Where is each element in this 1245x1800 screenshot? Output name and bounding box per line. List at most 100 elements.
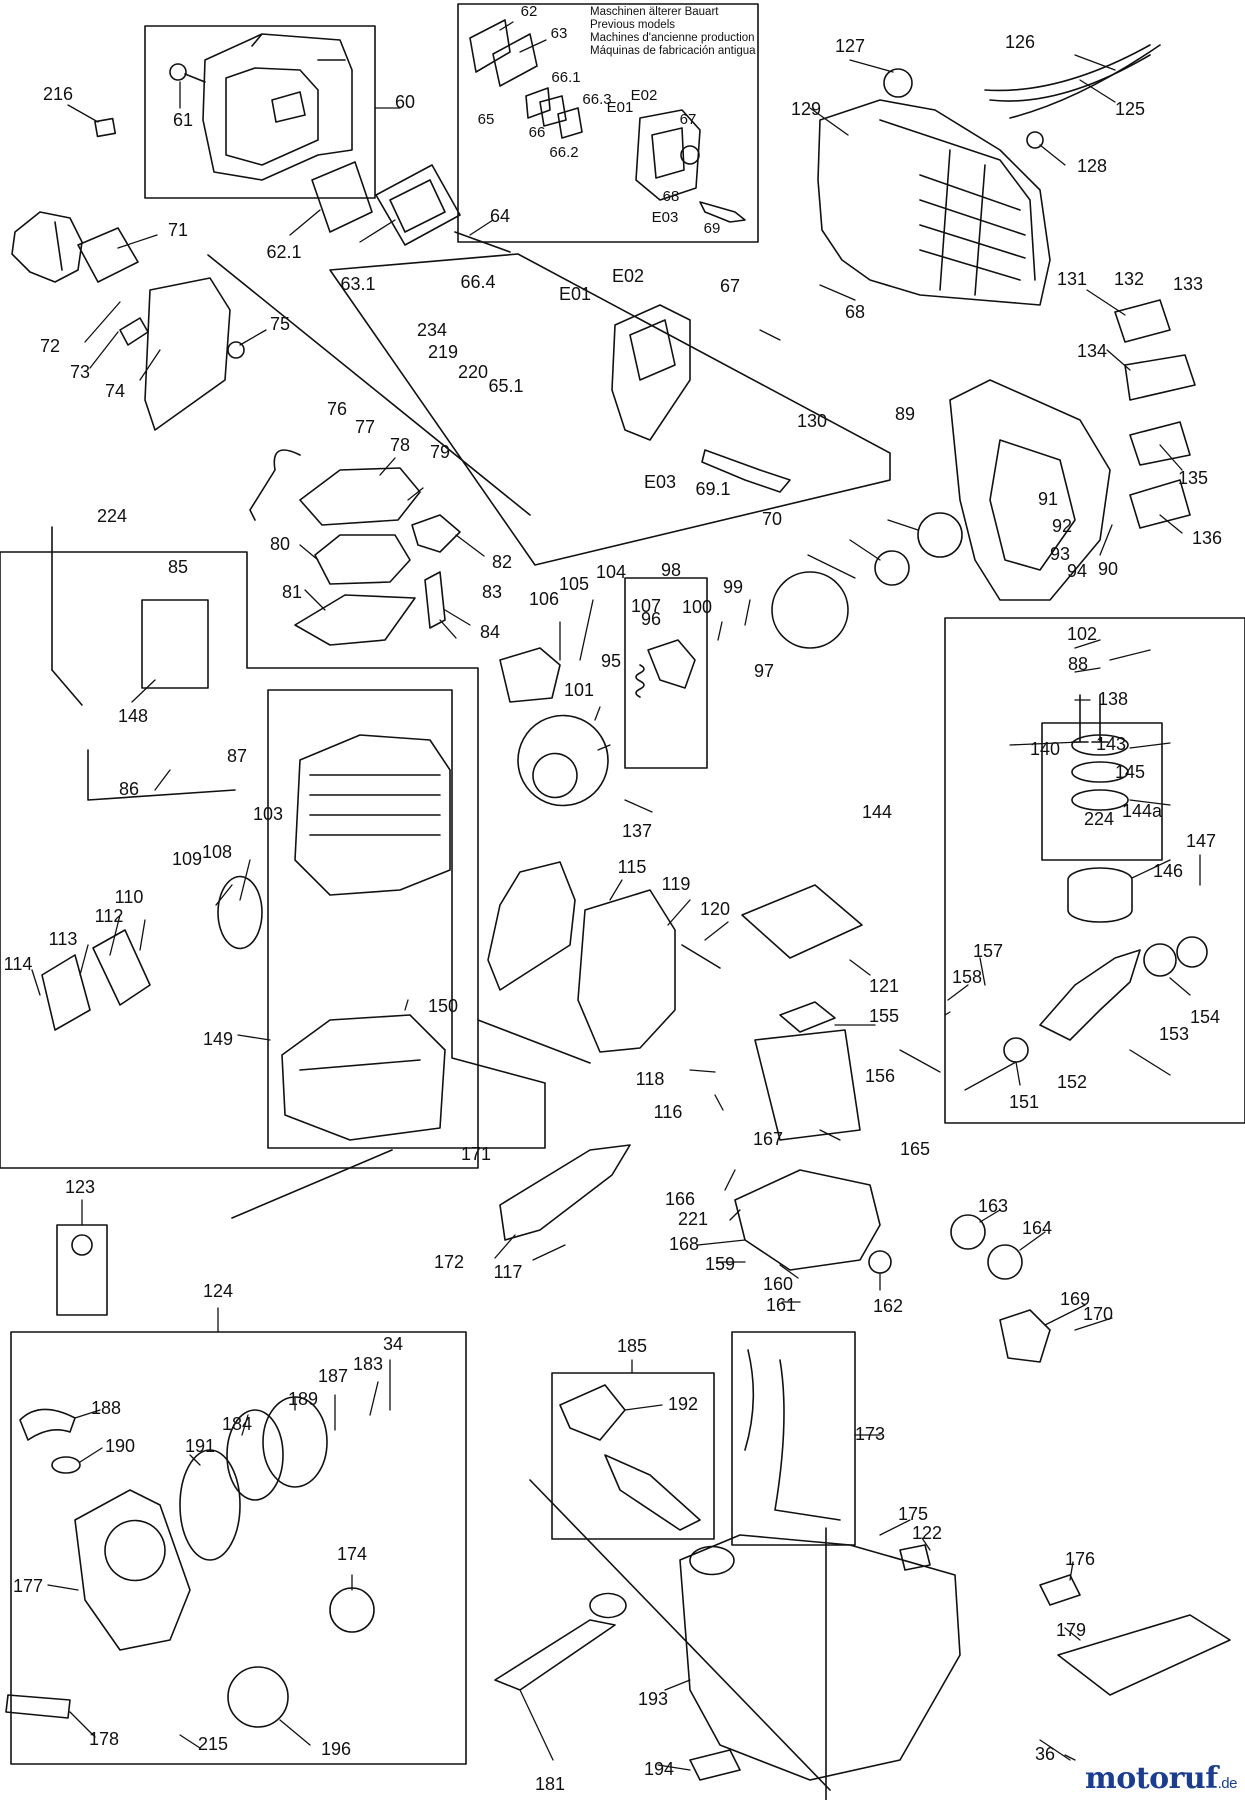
callout-234: 234 (417, 320, 447, 340)
callout-190: 190 (105, 1436, 135, 1456)
callout-171: 171 (461, 1144, 491, 1164)
callout-152: 152 (1057, 1072, 1087, 1092)
callout-125: 125 (1115, 99, 1145, 119)
callout-118: 118 (636, 1069, 665, 1089)
part-61-bolt-shank (184, 73, 206, 83)
callout-76: 76 (327, 399, 347, 419)
callout-81: 81 (282, 582, 302, 602)
part-149-crankshaft (1039, 949, 1141, 1041)
callout-120: 120 (700, 899, 730, 919)
callout-66-4: 66.4 (460, 272, 495, 292)
callout-69: 69 (704, 220, 721, 237)
part-92-bearing (874, 550, 910, 586)
part-178-fuel-tank (679, 1534, 961, 1781)
part-171-housing (999, 1309, 1051, 1363)
part-66-plate (525, 87, 583, 139)
part-103-flywheel (517, 714, 609, 807)
part-120-muffler (577, 889, 676, 1053)
part-127-cap (883, 68, 913, 98)
callout-196: 196 (321, 1739, 351, 1759)
callout-115: 115 (618, 857, 647, 877)
callout-91: 91 (1038, 489, 1058, 509)
callout-68: 68 (663, 188, 680, 205)
callout-89: 89 (895, 404, 915, 424)
callout-194: 194 (644, 1759, 674, 1779)
callout-99: 99 (723, 577, 743, 597)
part-129-engine-cover (817, 99, 1051, 306)
callout-E01: E01 (559, 284, 591, 304)
callout-176: 176 (1065, 1549, 1095, 1569)
callout-68: 68 (845, 302, 865, 322)
part-116-crankcase (281, 1014, 446, 1141)
callout-184: 184 (222, 1414, 252, 1434)
callout-109: 109 (172, 849, 202, 869)
callout-156: 156 (865, 1066, 895, 1086)
callout-173: 173 (855, 1424, 885, 1444)
callout-65: 65 (478, 111, 495, 128)
callout-221: 221 (678, 1209, 708, 1229)
callout-215: 215 (198, 1734, 228, 1754)
callout-95: 95 (601, 651, 621, 671)
legacy-note-line-fr: Machines d'ancienne production (590, 32, 755, 44)
part-170-oring (987, 1244, 1023, 1280)
part-74-plate (144, 277, 231, 431)
callout-129: 129 (791, 99, 821, 119)
part-121-bolt (681, 944, 721, 969)
part-174-cap (559, 1384, 626, 1441)
brand-logo[interactable]: motoruf.de (1085, 1761, 1238, 1796)
callout-154: 154 (1190, 1007, 1220, 1027)
part-164-oring (868, 1250, 892, 1274)
part-135-clamp (1129, 421, 1191, 466)
callout-117: 117 (494, 1262, 523, 1282)
part-180-pad (689, 1749, 741, 1781)
callout-78: 78 (390, 435, 410, 455)
callout-123: 123 (65, 1177, 95, 1197)
callout-90: 90 (1098, 559, 1118, 579)
callout-E03: E03 (644, 472, 676, 492)
part-69.1-choke-lever (701, 449, 791, 493)
frame-legacy-models (457, 3, 759, 243)
callout-188: 188 (91, 1398, 121, 1418)
callout-96: 96 (641, 609, 661, 629)
callout-71: 71 (168, 220, 188, 240)
callout-100: 100 (682, 597, 712, 617)
part-169-cap (950, 1214, 986, 1250)
callout-82: 82 (492, 552, 512, 572)
part-73-bracket (119, 317, 149, 346)
frame-piston-rings (1041, 722, 1163, 861)
callout-216: 216 (43, 84, 73, 104)
callout-161: 161 (766, 1295, 796, 1315)
part-193-starter-housing (74, 1489, 191, 1651)
callout-107: 107 (631, 596, 661, 616)
callout-102: 102 (1067, 624, 1097, 644)
part-65-filter-housing (635, 109, 701, 201)
callout-97: 97 (754, 661, 774, 681)
callout-60: 60 (395, 92, 415, 112)
frame-rear-housing (144, 25, 376, 199)
callout-116: 116 (654, 1102, 683, 1122)
part-184-grip (19, 1408, 76, 1441)
part-140-valve (1071, 694, 1089, 743)
part-190-pulley (262, 1396, 328, 1488)
callout-67: 67 (720, 276, 740, 296)
callout-77: 77 (355, 417, 375, 437)
part-155-gasket (741, 884, 863, 959)
callout-155: 155 (869, 1006, 899, 1026)
part-36-cover (227, 1666, 289, 1728)
part-65.1-filter-housing (611, 304, 691, 441)
callout-103: 103 (253, 804, 283, 824)
callout-134: 134 (1077, 341, 1107, 361)
callout-224: 224 (1084, 809, 1114, 829)
part-123-guard (499, 1144, 631, 1241)
callout-66-3: 66.3 (582, 91, 611, 108)
part-158-deflector (754, 1029, 861, 1141)
frame-pawl-group (624, 577, 708, 769)
part-114-reed (41, 954, 91, 1031)
boundary-line (529, 1479, 831, 1791)
part-151-seal (1143, 943, 1177, 977)
part-191-spring (226, 1409, 284, 1501)
part-64-screw (454, 231, 511, 253)
part-152-seal (1176, 936, 1208, 968)
part-144-ring (1071, 734, 1129, 756)
